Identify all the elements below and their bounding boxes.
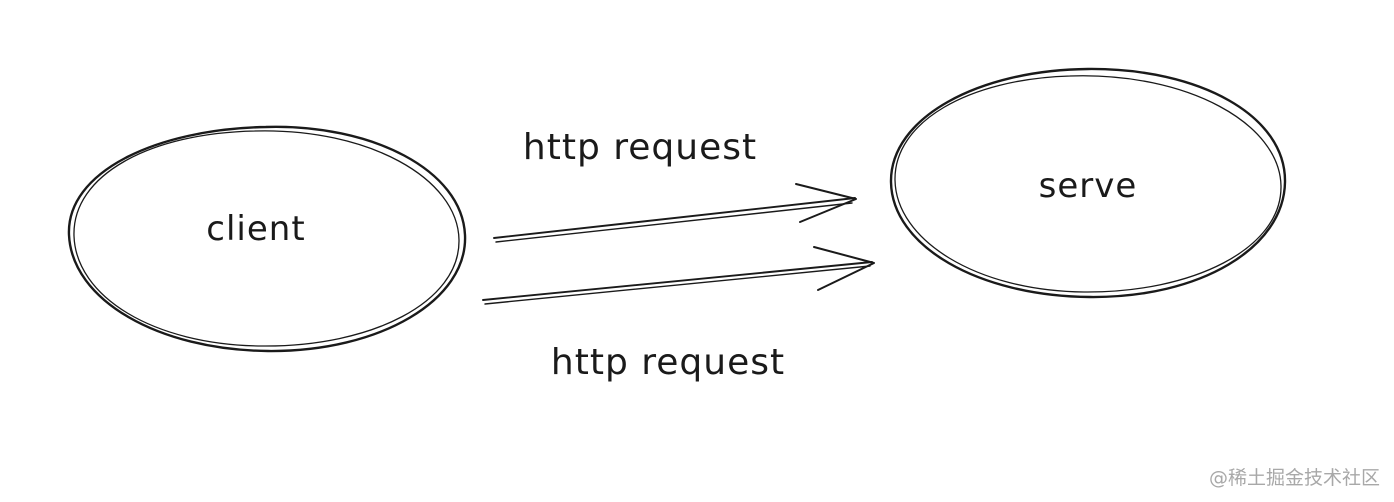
client-label: client	[206, 209, 305, 249]
arrow-head-lower	[813, 246, 875, 291]
client-node[interactable]: client	[67, 125, 467, 353]
watermark: @稀土掘金技术社区	[1208, 467, 1380, 489]
server-ellipse-outline-stroke2	[894, 75, 1282, 293]
edge-arrow-lower	[482, 246, 875, 305]
arrow-head-upper	[795, 183, 857, 223]
arrow-shaft-lower-stroke2	[484, 265, 871, 305]
edge-label-upper: http request	[523, 127, 757, 168]
client-ellipse-outline	[67, 125, 467, 353]
arrow-shaft-upper-stroke2	[495, 202, 853, 243]
server-ellipse-outline	[889, 67, 1287, 299]
edge-label-lower: http request	[551, 342, 785, 383]
edge-arrow-upper	[493, 183, 857, 243]
server-label: serve	[1039, 166, 1138, 206]
arrow-shaft-upper	[493, 197, 856, 239]
client-ellipse-outline-stroke2	[73, 130, 460, 347]
server-node[interactable]: serve	[889, 67, 1287, 299]
arrow-shaft-lower	[482, 261, 873, 301]
